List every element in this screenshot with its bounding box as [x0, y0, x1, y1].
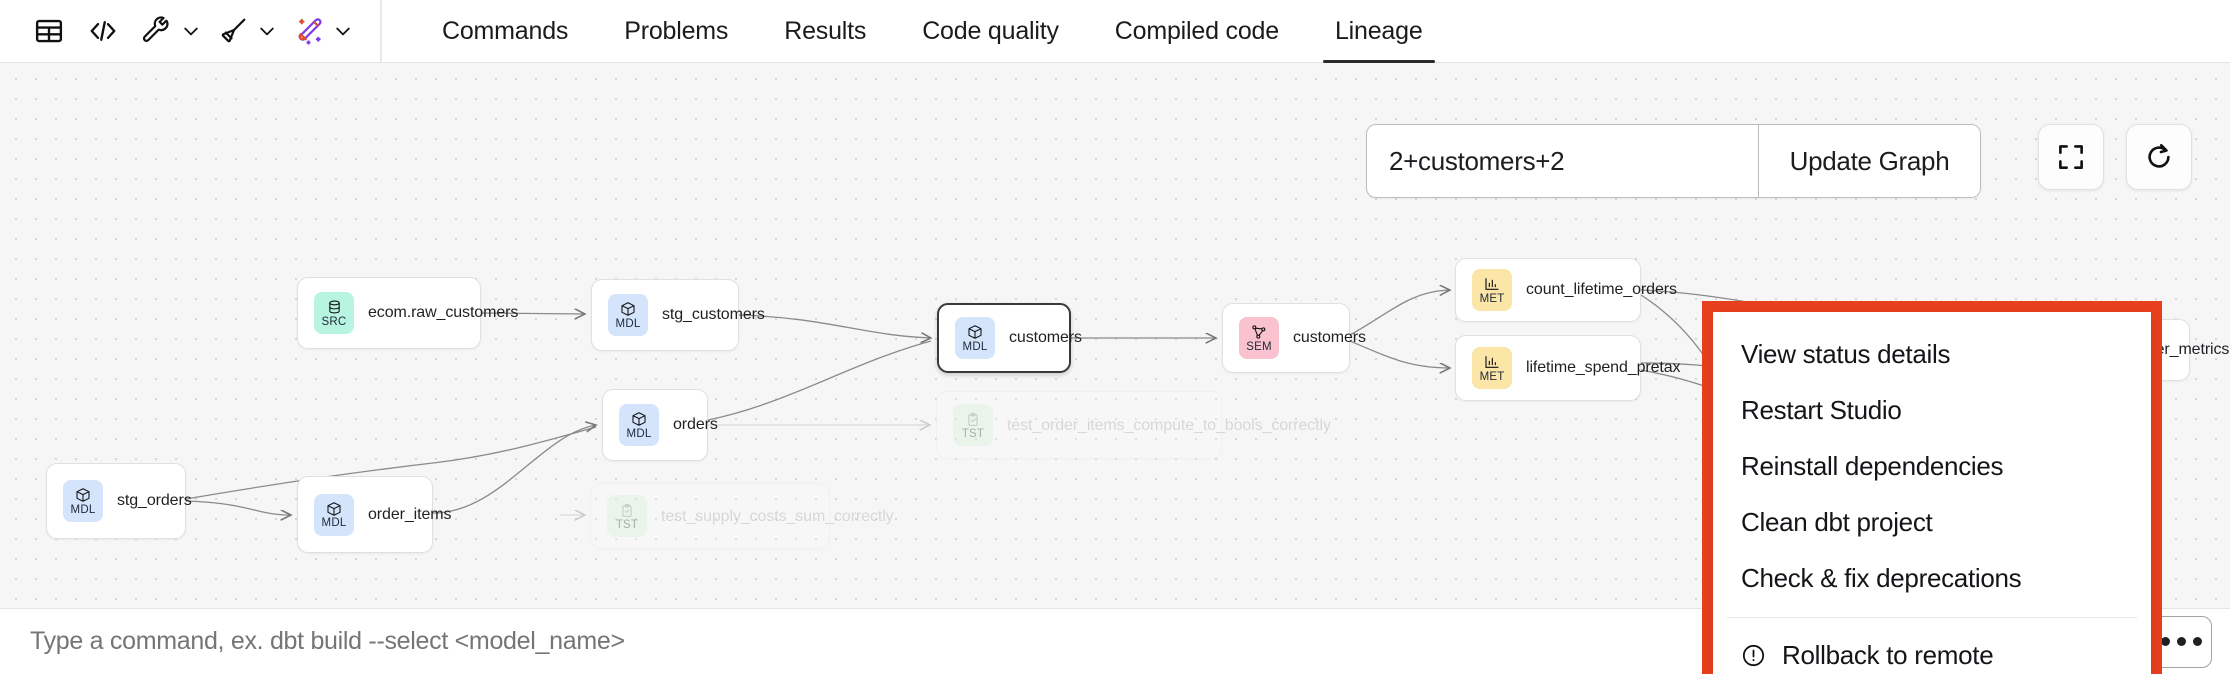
node-label: customers: [1293, 329, 1366, 346]
node-label: stg_customers: [662, 306, 765, 323]
node-label: stg_orders: [117, 492, 192, 509]
dot: [2192, 637, 2202, 646]
node-badge-mdl: MDL: [63, 480, 103, 522]
graph-node-order-items[interactable]: MDL order_items: [297, 476, 451, 553]
menu-item-check-fix-deprecations[interactable]: Check & fix deprecations: [1741, 562, 2022, 593]
clipboard-check-icon: [966, 411, 980, 428]
node-badge-label: MDL: [615, 317, 641, 330]
node-badge-tst: TST: [953, 404, 993, 446]
semantic-graph-icon: [1251, 324, 1267, 341]
wrench-icon[interactable]: [130, 5, 184, 57]
node-badge-tst: TST: [607, 495, 647, 537]
graph-node-test-supply-costs[interactable]: TST test_supply_costs_sum_correctly: [590, 483, 894, 549]
node-label: count_lifetime_orders: [1526, 281, 1677, 298]
toolbar-header: Commands Problems Results Code quality C…: [0, 0, 2230, 63]
graph-node-stg-customers[interactable]: MDL stg_customers: [591, 279, 765, 351]
graph-node-ecom-raw-customers[interactable]: SRC ecom.raw_customers: [297, 277, 518, 349]
node-label: order_items: [368, 505, 452, 523]
database-icon: [327, 299, 342, 316]
tab-lineage[interactable]: Lineage: [1307, 0, 1451, 63]
graph-node-count-lifetime-orders[interactable]: MET count_lifetime_orders: [1455, 258, 1677, 322]
cube-icon: [326, 500, 342, 517]
node-badge-sem: SEM: [1239, 317, 1279, 359]
node-badge-mdl: MDL: [608, 294, 648, 336]
graph-search-input[interactable]: [1367, 125, 1758, 197]
node-badge-mdl: MDL: [314, 493, 354, 536]
cube-icon: [620, 301, 636, 318]
node-badge-mdl: MDL: [955, 317, 995, 359]
node-badge-label: MDL: [321, 517, 347, 529]
command-input[interactable]: [0, 627, 1908, 656]
refresh-button[interactable]: [2126, 124, 2192, 190]
fit-view-button[interactable]: [2038, 124, 2104, 190]
node-badge-label: MDL: [626, 427, 652, 440]
node-badge-met: MET: [1472, 269, 1512, 311]
menu-item-restart-studio[interactable]: Restart Studio: [1741, 394, 1902, 425]
menu-item-label: Rollback to remote: [1782, 639, 1994, 670]
node-badge-label: TST: [961, 427, 985, 440]
tab-commands[interactable]: Commands: [442, 16, 569, 45]
graph-node-lifetime-spend-pretax[interactable]: MET lifetime_spend_pretax: [1455, 335, 1681, 401]
node-badge-label: MDL: [962, 340, 988, 353]
node-badge-mdl: MDL: [619, 404, 659, 446]
graph-node-orders[interactable]: MDL orders: [602, 389, 718, 461]
menu-item-view-status-details[interactable]: View status details: [1741, 338, 1951, 369]
node-badge-label: TST: [615, 518, 639, 531]
node-badge-label: MDL: [70, 503, 96, 516]
update-graph-button[interactable]: Update Graph: [1758, 125, 1980, 197]
context-menu[interactable]: View status details Restart Studio Reins…: [1713, 312, 2151, 674]
bar-chart-icon: [1484, 276, 1500, 293]
dot: [2160, 637, 2170, 646]
tab-results[interactable]: Results: [784, 16, 867, 45]
node-label: customers: [1009, 329, 1082, 346]
node-label: test_order_items_compute_to_bools_correc…: [1007, 416, 1331, 434]
menu-item-reinstall-dependencies[interactable]: Reinstall dependencies: [1741, 450, 2004, 481]
menu-item-clean-dbt-project[interactable]: Clean dbt project: [1741, 506, 1933, 537]
node-label: orders: [673, 416, 718, 433]
clipboard-check-icon: [620, 502, 634, 519]
warning-circle-icon: [1741, 643, 1766, 668]
node-badge-label: MET: [1479, 370, 1505, 383]
node-label: test_supply_costs_sum_correctly: [661, 507, 894, 525]
graph-search-bar[interactable]: Update Graph: [1366, 124, 1981, 198]
graph-node-test-order-items[interactable]: TST test_order_items_compute_to_bools_co…: [936, 391, 1331, 459]
cube-icon: [967, 324, 983, 341]
tool-group: [0, 0, 382, 62]
node-badge-label: SEM: [1246, 340, 1272, 353]
toolbar-divider: [380, 0, 382, 62]
tab-problems[interactable]: Problems: [624, 16, 729, 45]
menu-item-rollback-to-remote[interactable]: Rollback to remote: [1713, 627, 2151, 674]
magic-wand-icon[interactable]: [282, 5, 336, 57]
chevron-down-icon-tools[interactable]: [176, 5, 206, 57]
tab-bar: Commands Problems Results Code quality C…: [414, 0, 1451, 63]
node-label: lifetime_spend_pretax: [1526, 359, 1681, 376]
dot: [2176, 637, 2186, 646]
node-label: ecom.raw_customers: [368, 304, 519, 321]
node-badge-src: SRC: [314, 292, 354, 334]
chevron-down-icon-ai[interactable]: [328, 5, 358, 57]
tab-compiled-code[interactable]: Compiled code: [1114, 16, 1279, 45]
node-badge-label: MET: [1479, 292, 1505, 305]
chevron-down-icon-format[interactable]: [252, 5, 282, 57]
graph-node-customers-semantic[interactable]: SEM customers: [1222, 303, 1366, 373]
lineage-edges: [185, 63, 2230, 608]
code-view-icon[interactable]: [76, 5, 130, 57]
cube-icon: [631, 411, 647, 428]
broom-icon[interactable]: [206, 5, 260, 57]
menu-divider: [1727, 617, 2137, 618]
graph-node-stg-orders[interactable]: MDL stg_orders: [46, 463, 192, 539]
node-badge-label: SRC: [321, 315, 347, 328]
graph-node-customers-model[interactable]: MDL customers: [937, 303, 1082, 373]
cube-icon: [75, 487, 91, 504]
table-view-icon[interactable]: [22, 5, 76, 57]
bar-chart-icon: [1484, 354, 1500, 371]
tab-code-quality[interactable]: Code quality: [922, 16, 1059, 45]
node-badge-met: MET: [1472, 347, 1512, 389]
